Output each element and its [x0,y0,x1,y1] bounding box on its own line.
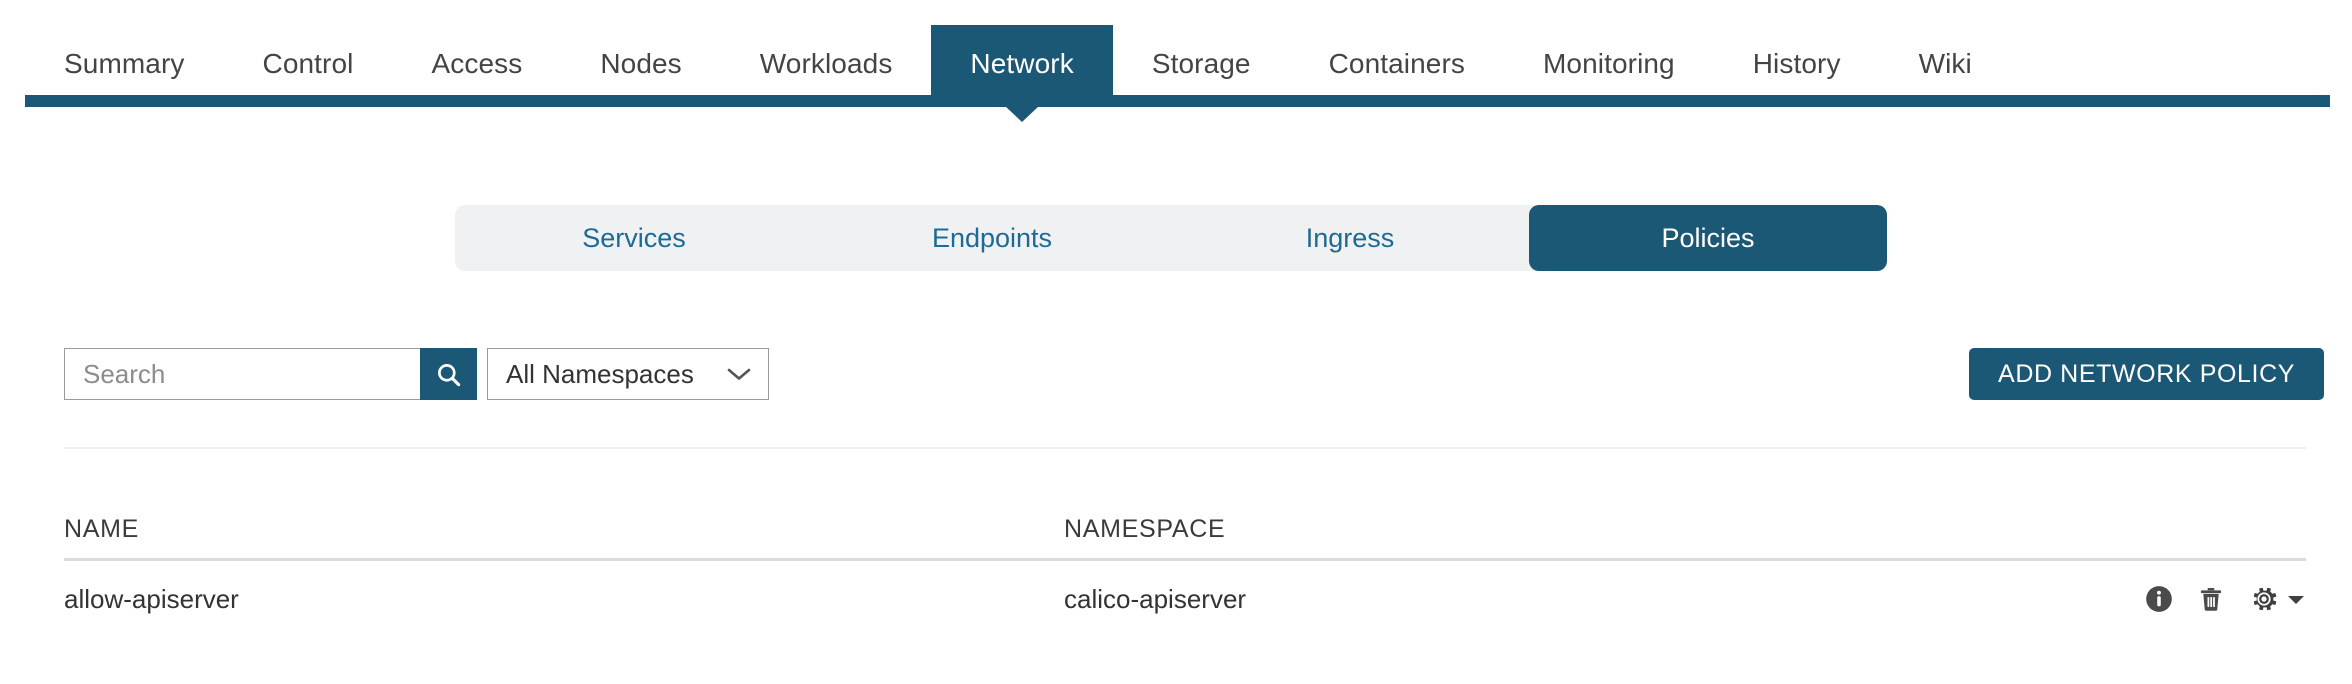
nav-tab-label: Network [970,48,1074,79]
chevron-down-icon [727,368,751,380]
nav-tab-access[interactable]: Access [392,25,561,103]
nav-tab-list: Summary Control Access Nodes Workloads N… [25,0,2011,107]
nav-active-underline [25,95,2330,107]
subtab-endpoints[interactable]: Endpoints [813,205,1171,271]
subtab-label: Policies [1661,222,1755,253]
info-icon[interactable] [2145,585,2173,613]
nav-active-caret-icon [1005,106,1040,122]
column-header-namespace: NAMESPACE [1064,514,1226,543]
nav-tab-label: Workloads [759,48,893,79]
namespace-select-value: All Namespaces [506,358,694,389]
nav-tab-label: Summary [64,48,185,79]
caret-down-icon [2288,596,2304,604]
nav-tab-containers[interactable]: Containers [1290,25,1504,103]
subtab-ingress[interactable]: Ingress [1171,205,1529,271]
search-group [64,348,477,400]
subtab-label: Endpoints [931,222,1053,253]
search-button[interactable] [420,348,477,400]
table-header-row: NAME NAMESPACE [64,500,2306,561]
nav-tab-nodes[interactable]: Nodes [561,25,720,103]
nav-tab-monitoring[interactable]: Monitoring [1504,25,1714,103]
nav-tab-workloads[interactable]: Workloads [721,25,932,103]
toolbar-divider [64,447,2306,449]
nav-tab-summary[interactable]: Summary [25,25,224,103]
nav-tab-wiki[interactable]: Wiki [1880,25,2011,103]
settings-menu-button[interactable] [2249,584,2306,614]
nav-tab-history[interactable]: History [1714,25,1880,103]
namespace-select[interactable]: All Namespaces [487,348,769,400]
cell-namespace: calico-apiserver [1064,583,1247,614]
subtab-policies[interactable]: Policies [1529,205,1887,271]
row-actions [2145,561,2306,637]
trash-icon[interactable] [2197,585,2225,613]
gear-icon [2253,587,2277,611]
nav-tab-label: History [1752,48,1841,79]
nav-tab-control[interactable]: Control [224,25,393,103]
cell-name: allow-apiserver [64,583,239,614]
nav-tab-label: Nodes [600,48,682,79]
nav-tab-label: Wiki [1918,48,1972,79]
table-toolbar: All Namespaces ADD NETWORK POLICY [0,348,2352,400]
network-subtab-bar: Services Endpoints Ingress Policies [455,205,1887,271]
table-row[interactable]: allow-apiserver calico-apiserver [64,561,2306,637]
nav-tab-network[interactable]: Network [931,25,1113,103]
search-icon [438,363,461,386]
nav-tab-label: Monitoring [1543,48,1675,79]
nav-tab-storage[interactable]: Storage [1113,25,1290,103]
network-policies-table: NAME NAMESPACE allow-apiserver calico-ap… [64,500,2306,637]
nav-tab-label: Control [262,48,354,79]
network-subtab-group: Services Endpoints Ingress Policies [455,205,1887,271]
column-header-name: NAME [64,514,140,543]
nav-tab-label: Containers [1328,48,1465,79]
subtab-label: Services [582,222,686,253]
subtab-label: Ingress [1305,222,1395,253]
nav-tab-label: Access [431,48,523,79]
subtab-services[interactable]: Services [455,205,813,271]
nav-tab-label: Storage [1151,48,1251,79]
search-input[interactable] [64,348,420,400]
add-network-policy-button[interactable]: ADD NETWORK POLICY [1969,348,2324,400]
top-navigation-bar: Summary Control Access Nodes Workloads N… [0,0,2352,122]
